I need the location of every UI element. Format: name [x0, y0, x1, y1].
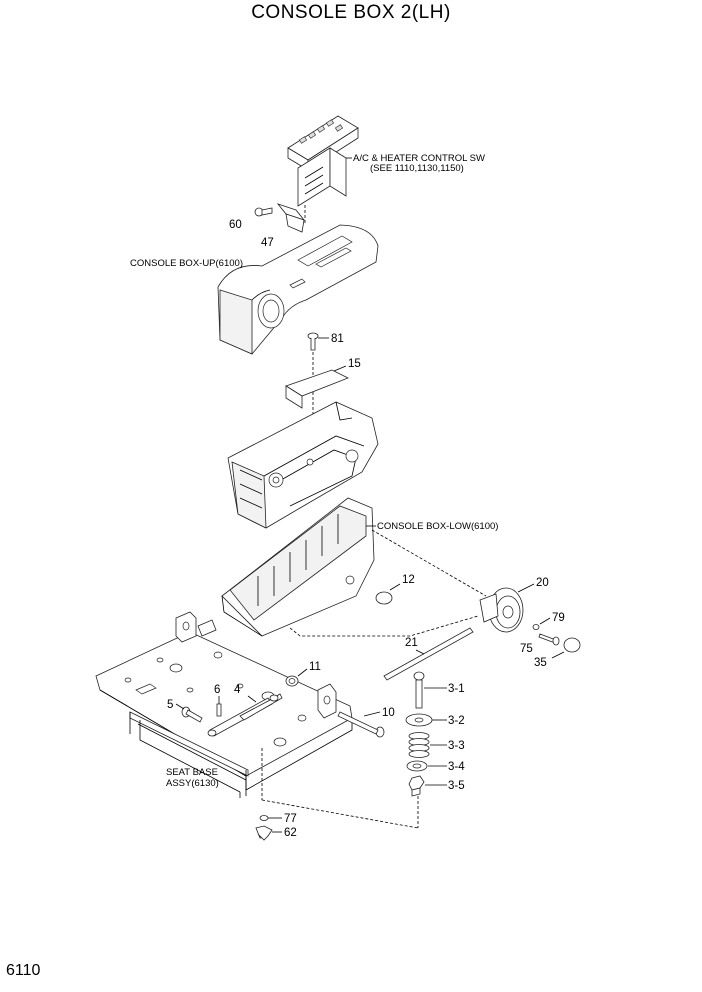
part-81-screw: [307, 332, 329, 440]
callout-60: 60: [229, 219, 242, 231]
callout-77: 77: [284, 813, 297, 825]
console-frame: [227, 401, 379, 529]
part-21-rod: [383, 627, 474, 681]
seat-base-label-line1: SEAT BASE: [166, 767, 218, 778]
part-35-cap: [551, 637, 581, 659]
callout-5: 5: [167, 699, 173, 711]
console-box-up: [217, 224, 379, 355]
part-3-2-washer: [405, 713, 447, 727]
part-4-gas-spring: [207, 693, 283, 737]
part-15-plate: [285, 365, 349, 409]
callout-35: 35: [534, 657, 547, 669]
part-75-bolt: [538, 633, 560, 646]
callout-15: 15: [348, 358, 361, 370]
part-60-bolt: [254, 207, 273, 217]
ac-heater-label-line2: (SEE 1110,1130,1150): [370, 163, 464, 174]
callout-3-4: 3-4: [448, 761, 465, 773]
page-number: 6110: [6, 962, 41, 979]
part-3-3-spring: [408, 732, 447, 758]
part-10-bolt: [337, 711, 385, 738]
console-box-up-label: CONSOLE BOX-UP(6100): [130, 258, 243, 269]
ac-heater-label-line1: A/C & HEATER CONTROL SW: [353, 153, 485, 164]
callout-12: 12: [402, 574, 415, 586]
seat-base-label-line2: ASSY(6130): [166, 778, 219, 789]
part-6-pin: [216, 696, 222, 717]
ac-heater-control-switch: [287, 115, 359, 225]
callout-20: 20: [536, 577, 549, 589]
callout-47: 47: [261, 237, 274, 249]
part-11-clip: [285, 668, 308, 687]
part-62-wing-nut: [255, 825, 282, 841]
callout-21: 21: [405, 637, 418, 649]
callout-6: 6: [214, 684, 220, 696]
callout-3-1: 3-1: [448, 683, 465, 695]
part-77-washer: [259, 815, 282, 821]
part-3-4-washer: [406, 760, 447, 772]
part-79-washer: [532, 617, 551, 630]
part-20-knob: [479, 583, 535, 633]
part-12-plug: [375, 583, 401, 605]
callout-10: 10: [382, 707, 395, 719]
callout-79: 79: [552, 612, 565, 624]
part-5-bolt: [175, 703, 203, 723]
callout-11: 11: [309, 661, 321, 673]
callout-62: 62: [284, 827, 297, 839]
console-box-low: [221, 497, 375, 637]
callout-75: 75: [520, 643, 533, 655]
page-title: CONSOLE BOX 2(LH): [251, 2, 451, 23]
callout-3-5: 3-5: [448, 780, 465, 792]
part-3-1-bolt: [413, 671, 447, 709]
console-box-low-label: CONSOLE BOX-LOW(6100): [377, 521, 498, 532]
callout-81: 81: [331, 333, 344, 345]
callout-3-3: 3-3: [448, 740, 465, 752]
seat-base-assy: [95, 611, 353, 800]
callout-3-2: 3-2: [448, 715, 465, 727]
part-3-5-nut: [408, 775, 447, 797]
callout-4: 4: [234, 684, 241, 696]
part-47-bracket: [276, 203, 306, 233]
